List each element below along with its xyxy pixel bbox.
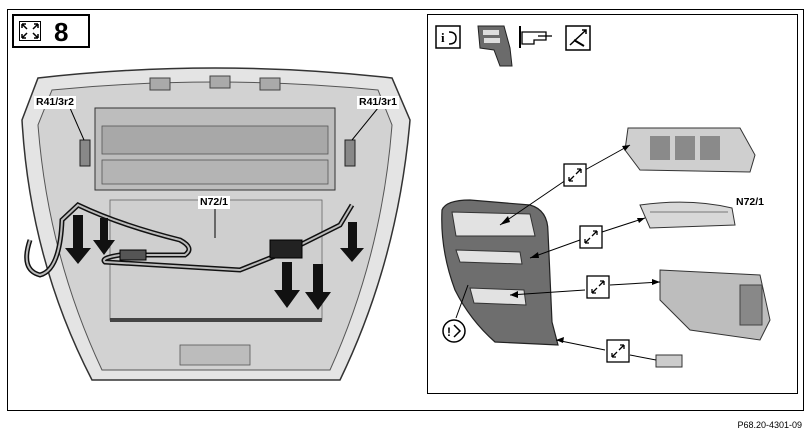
step-badge: 8 xyxy=(12,14,90,48)
label-r41-3r1: R41/3r1 xyxy=(357,96,399,109)
exploded-view-panel xyxy=(427,14,798,394)
label-n72-1-center: N72/1 xyxy=(198,196,231,209)
figure-frame xyxy=(7,9,804,411)
label-r41-3r2: R41/3r2 xyxy=(34,96,76,109)
dashboard-rear-illustration xyxy=(21,67,411,381)
label-n72-1-side: N72/1 xyxy=(734,196,767,209)
figure-code: P68.20-4301-09 xyxy=(737,420,802,430)
expand-arrows-icon xyxy=(19,21,41,41)
step-number: 8 xyxy=(54,17,69,47)
